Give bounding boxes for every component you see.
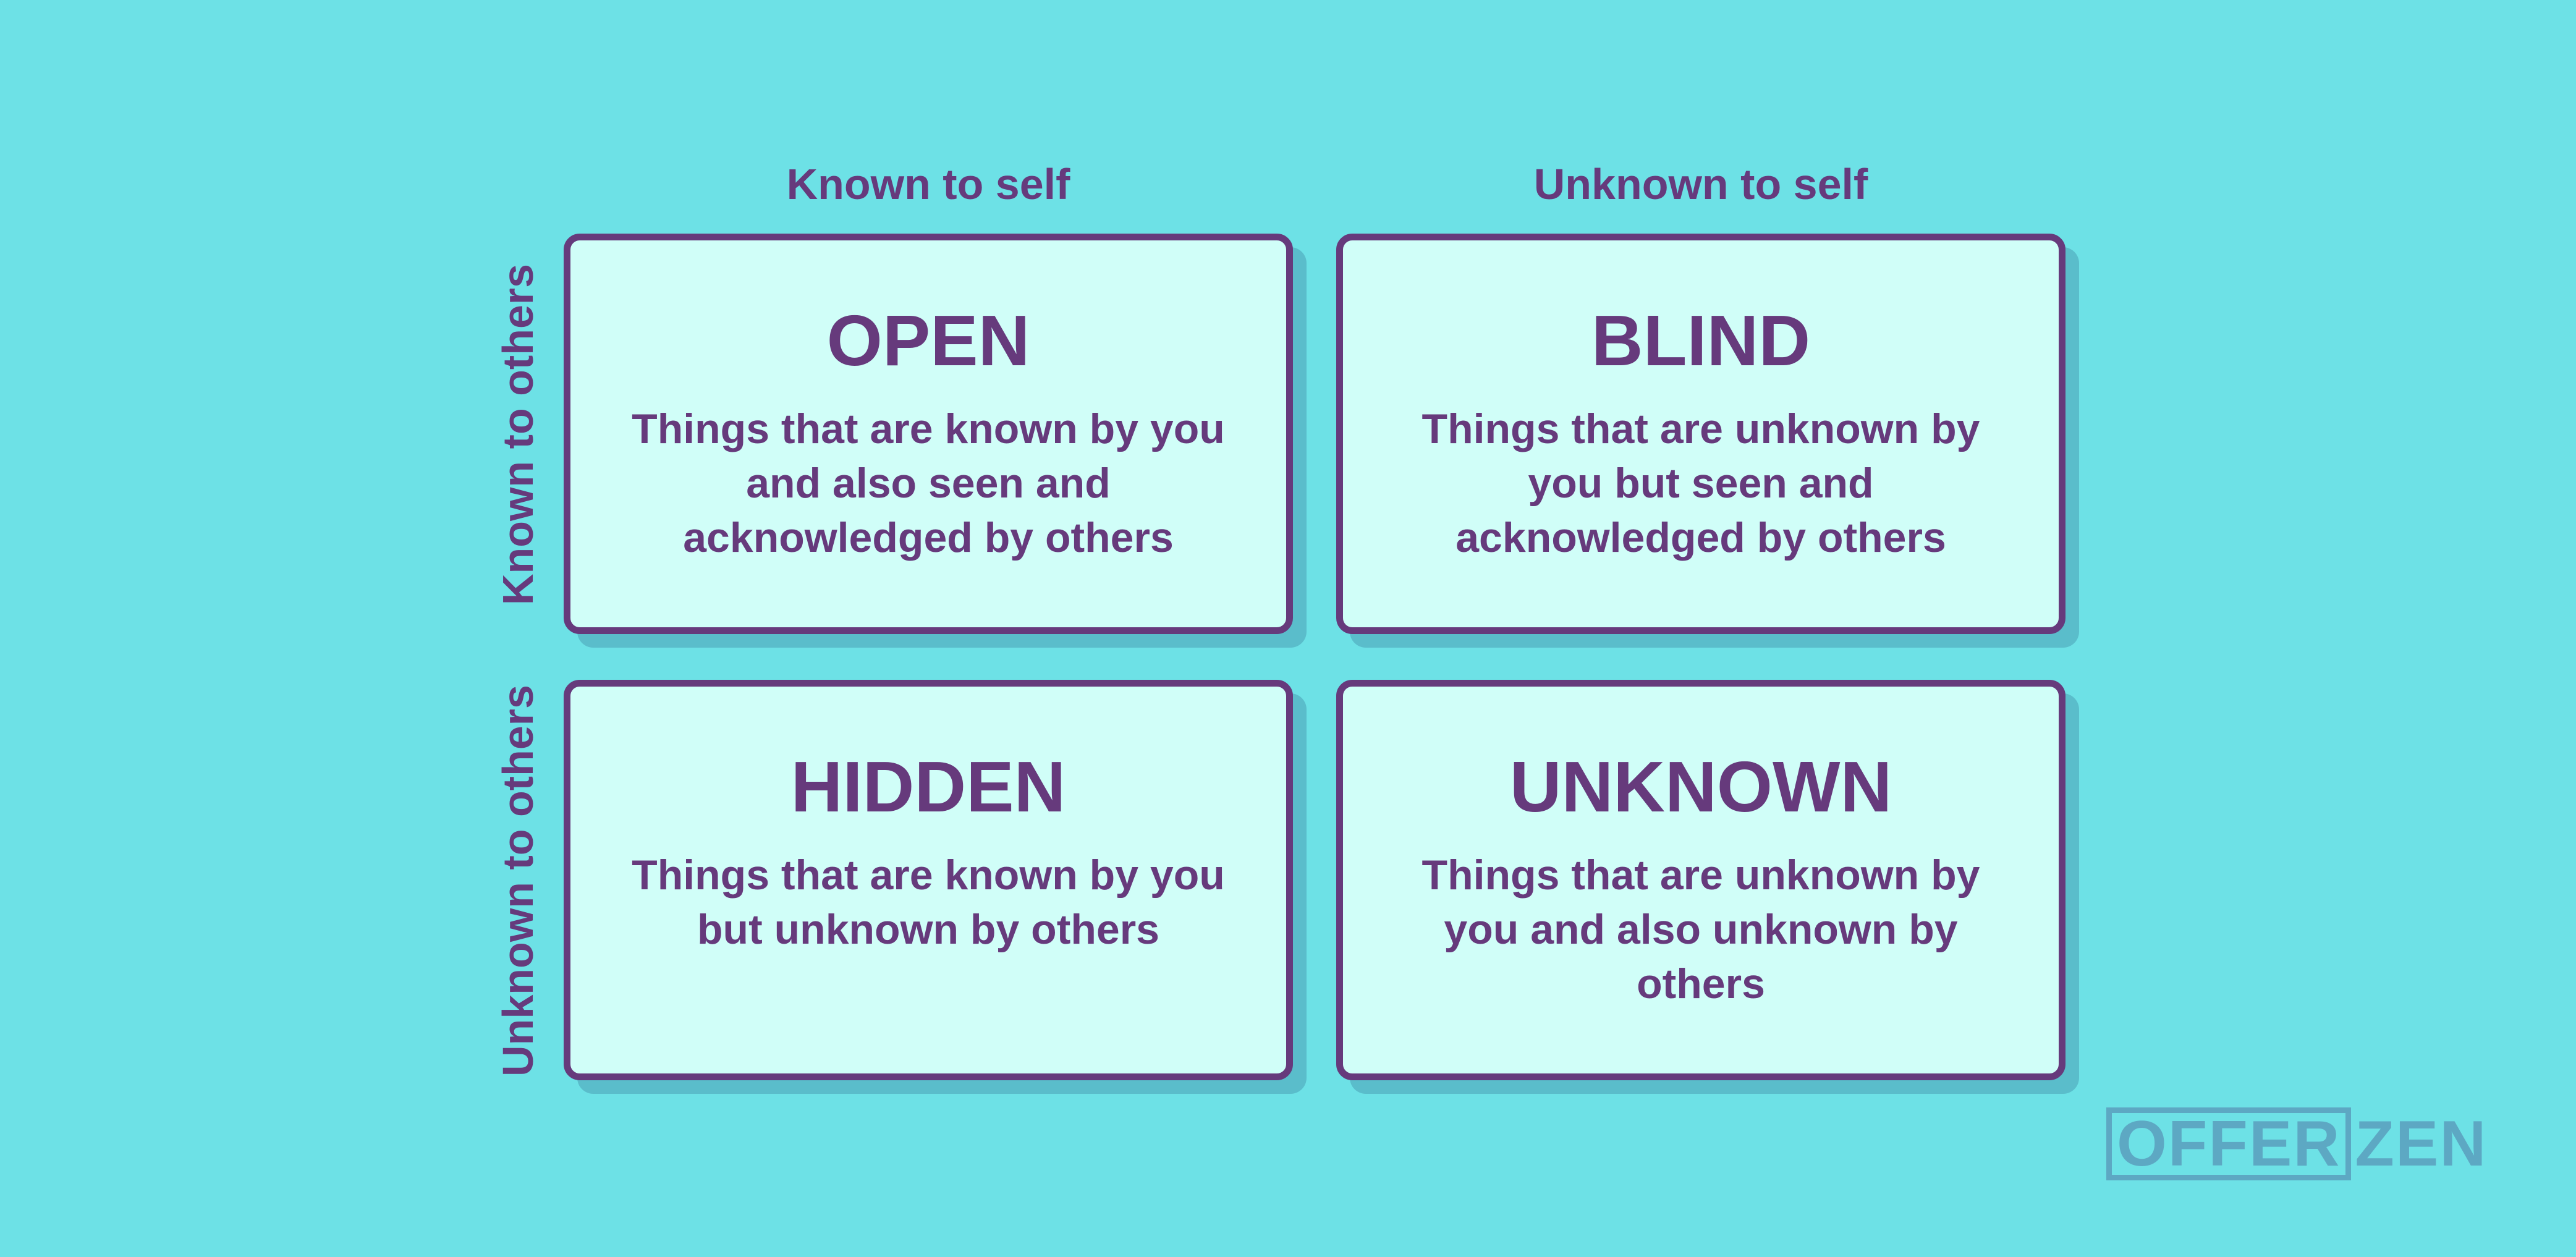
quadrant-title: HIDDEN (790, 747, 1066, 827)
quadrant-description: Things that are unknown by you but seen … (1421, 405, 1980, 561)
quadrant-unknown: UNKNOWN Things that are unknown by you a… (1336, 680, 2065, 1080)
quadrant-title: OPEN (826, 300, 1030, 381)
quadrant-open: OPEN Things that are known by you and al… (564, 234, 1293, 634)
quadrant-description: Things that are known by you but unknown… (632, 852, 1225, 953)
logo-tail-text: ZEN (2355, 1108, 2488, 1180)
offerzen-logo: OFFER ZEN (2106, 1104, 2487, 1184)
quadrant-blind: BLIND Things that are unknown by you but… (1336, 234, 2065, 634)
quadrant-description: Things that are unknown by you and also … (1421, 852, 1980, 1007)
column-label-known-to-self: Known to self (786, 160, 1070, 208)
row-label-known-to-others: Known to others (494, 263, 542, 606)
column-label-unknown-to-self: Unknown to self (1533, 160, 1868, 208)
quadrant-title: BLIND (1591, 300, 1811, 381)
row-label-unknown-to-others: Unknown to others (494, 685, 542, 1077)
logo-boxed-text: OFFER (2106, 1107, 2352, 1180)
quadrant-description: Things that are known by you and also se… (632, 405, 1225, 561)
quadrant-hidden: HIDDEN Things that are known by you but … (564, 680, 1293, 1080)
quadrant-title: UNKNOWN (1509, 747, 1892, 827)
